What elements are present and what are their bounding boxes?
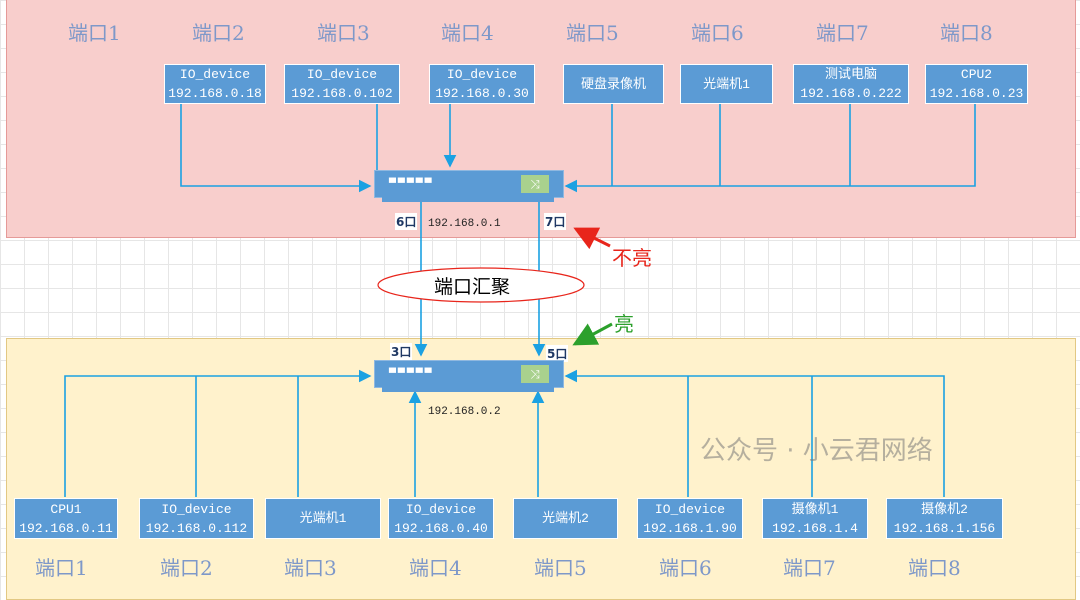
bottom-device: 光端机2: [513, 498, 618, 539]
device-text: 摄像机1: [791, 501, 839, 517]
device-text: 光端机1: [299, 511, 347, 526]
device-text: 192.168.0.11: [19, 520, 113, 536]
device-text: 192.168.0.112: [145, 520, 248, 536]
port-label-6: 6口: [395, 213, 418, 230]
top-switch-ip: 192.168.0.1: [428, 218, 501, 230]
top-device: 光端机1: [680, 64, 773, 104]
switch-icon: ⤨: [521, 365, 549, 383]
switch-ports-icon: ▀▀▀▀▀: [389, 369, 434, 379]
link-line: [64, 369, 372, 497]
bottom-port-label: 端口8: [908, 556, 961, 580]
top-device: IO_device 192.168.0.18: [164, 64, 266, 104]
bottom-port-label: 端口4: [409, 556, 462, 580]
bottom-port-label: 端口1: [35, 556, 88, 580]
bottom-device: CPU1 192.168.0.11: [14, 498, 118, 539]
device-text: 192.168.0.40: [394, 520, 488, 536]
status-off-label: 不亮: [612, 246, 652, 270]
top-device: 测试电脑 192.168.0.222: [793, 64, 909, 104]
connection-lines: [64, 103, 976, 497]
top-port-label: 端口3: [317, 21, 370, 45]
device-text: 192.168.1.90: [643, 520, 737, 536]
bottom-device: 摄像机2 192.168.1.156: [886, 498, 1003, 539]
top-device: CPU2 192.168.0.23: [925, 64, 1028, 104]
port-label-7: 7口: [544, 213, 567, 230]
switch-ports-icon: ▀▀▀▀▀: [389, 179, 434, 189]
device-text: 192.168.0.23: [929, 86, 1024, 101]
bottom-device: 摄像机1 192.168.1.4: [762, 498, 868, 539]
bottom-port-label: 端口5: [534, 556, 587, 580]
bottom-port-label: 端口2: [160, 556, 213, 580]
device-text: 192.168.0.102: [291, 86, 393, 101]
bottom-device: 光端机1: [265, 498, 381, 539]
top-port-label: 端口7: [816, 21, 869, 45]
on-arrow: [572, 322, 613, 346]
top-port-label: 端口6: [691, 21, 744, 45]
device-text: IO_device: [654, 501, 726, 517]
bottom-switch-base: [382, 387, 554, 392]
device-text: 光端机2: [542, 511, 589, 526]
device-text: IO_device: [405, 501, 477, 517]
bottom-port-label: 端口3: [284, 556, 337, 580]
top-device: 硬盘录像机: [563, 64, 664, 104]
port-label-5: 5口: [546, 345, 569, 362]
aggregation-ellipse: [377, 267, 585, 303]
link-line: [195, 376, 299, 497]
device-text: 摄像机2: [921, 501, 968, 517]
device-text: 192.168.0.18: [168, 86, 262, 101]
device-text: 192.168.1.4: [772, 520, 858, 536]
top-switch-base: [382, 197, 554, 202]
bottom-switch: ▀▀▀▀▀ ⤨: [374, 360, 564, 388]
device-text: CPU1: [50, 501, 82, 517]
top-port-label: 端口2: [192, 21, 245, 45]
device-text: IO_device: [161, 501, 232, 517]
switch-icon: ⤨: [521, 175, 549, 193]
bottom-device: IO_device 192.168.0.112: [139, 498, 254, 539]
device-text: IO_device: [446, 67, 518, 82]
device-text: IO_device: [306, 67, 378, 82]
top-port-label: 端口1: [68, 21, 121, 45]
top-port-label: 端口4: [441, 21, 494, 45]
top-switch: ▀▀▀▀▀ ⤨: [374, 170, 564, 198]
top-port-label: 端口8: [940, 21, 993, 45]
top-port-label: 端口5: [566, 21, 619, 45]
device-text: 192.168.0.222: [800, 86, 902, 101]
device-text: 硬盘录像机: [580, 76, 646, 92]
device-text: 光端机1: [703, 76, 750, 92]
bottom-port-label: 端口7: [783, 556, 836, 580]
watermark: 公众号 · 小云君网络: [700, 436, 933, 466]
device-text: 测试电脑: [824, 67, 877, 82]
off-arrow: [573, 227, 611, 250]
link-line: [180, 103, 372, 193]
device-text: CPU2: [960, 67, 993, 82]
bottom-device: IO_device 192.168.0.40: [388, 498, 494, 539]
port-label-3: 3口: [390, 343, 413, 360]
device-text: 192.168.0.30: [435, 86, 529, 101]
device-text: IO_device: [179, 67, 251, 82]
bottom-switch-ip: 192.168.0.2: [428, 406, 501, 418]
link-line: [566, 103, 976, 186]
top-device: IO_device 192.168.0.30: [429, 64, 535, 104]
bottom-device: IO_device 192.168.1.90: [637, 498, 743, 539]
device-text: 192.168.1.156: [893, 520, 996, 536]
link-line: [566, 376, 945, 497]
bottom-port-label: 端口6: [659, 556, 712, 580]
status-on-label: 亮: [614, 312, 634, 336]
aggregation-label: 端口汇聚: [434, 276, 511, 298]
top-device: IO_device 192.168.0.102: [284, 64, 400, 104]
